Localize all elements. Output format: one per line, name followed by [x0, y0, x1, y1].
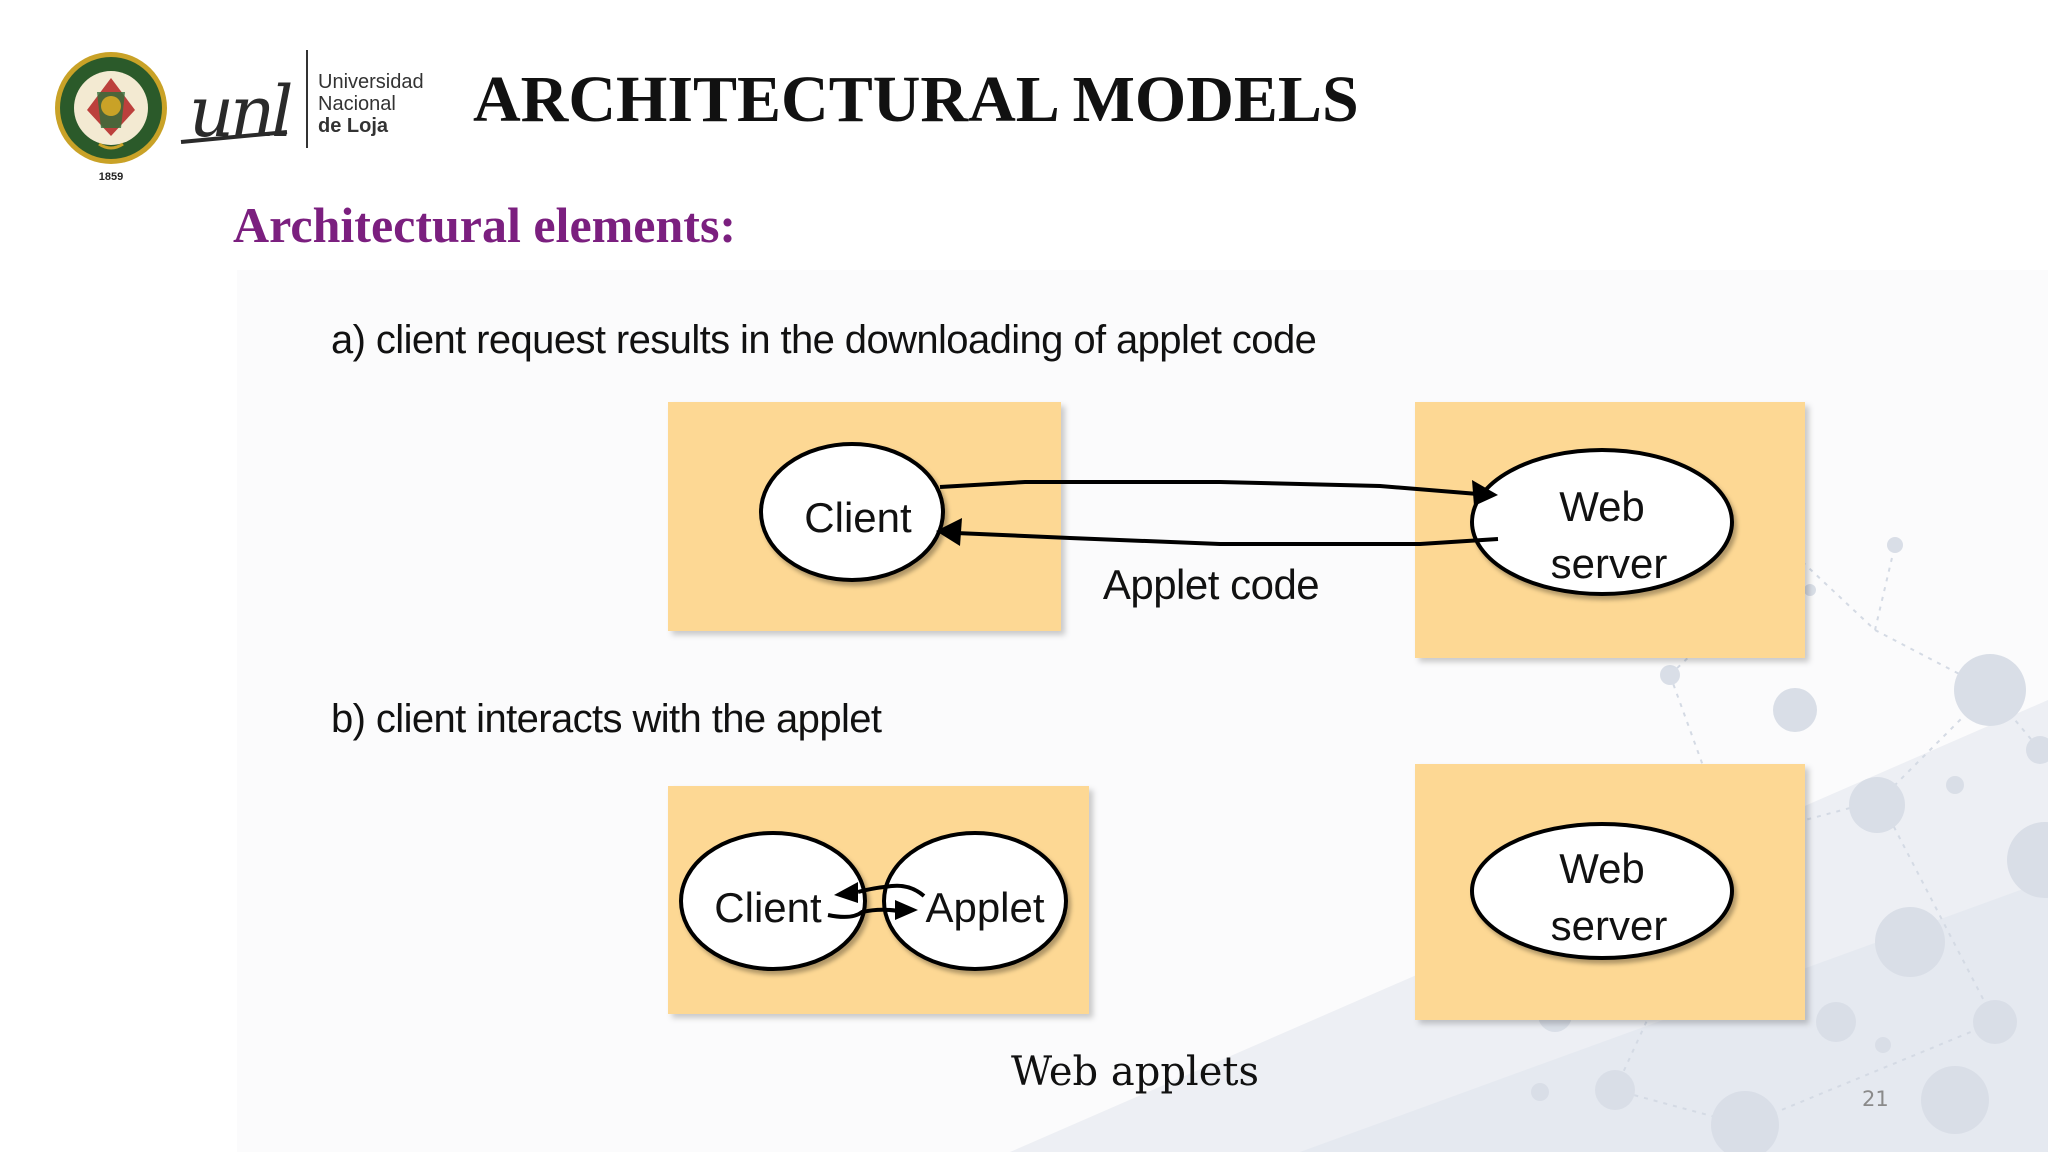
- client-label-a: Client: [804, 494, 912, 541]
- university-name-line-2: Nacional: [318, 93, 396, 115]
- client-label-b: Client: [714, 884, 822, 931]
- figure-caption: Web applets: [1011, 1049, 1259, 1095]
- section-b-label: b) client interacts with the applet: [331, 697, 882, 741]
- web-server-label-b-line1: Web: [1559, 845, 1645, 892]
- applet-code-label: Applet code: [1103, 561, 1319, 608]
- web-server-label-a-line1: Web: [1559, 483, 1645, 530]
- interaction-arrowhead-to-applet: [895, 900, 918, 920]
- interaction-arrowhead-to-client: [834, 882, 858, 903]
- page-number: 21: [1862, 1087, 1889, 1111]
- university-name-line-3: de Loja: [318, 115, 389, 137]
- section-subtitle: Architectural elements:: [233, 197, 737, 253]
- applet-node-b: [882, 831, 1068, 971]
- university-logo: 1859 unl Universidad Nacional de Loja: [55, 50, 424, 183]
- interaction-arrow-to-applet: [827, 907, 899, 919]
- request-arrow: [939, 480, 1479, 496]
- web-server-label-a-line2: server: [1551, 540, 1668, 587]
- client-node-b: [679, 831, 867, 971]
- applet-code-arrow: [955, 531, 1499, 546]
- web-server-node-a: [1470, 448, 1734, 596]
- web-server-node-b: [1470, 822, 1734, 960]
- page-title: ARCHITECTURAL MODELS: [473, 63, 1359, 136]
- interaction-arrow-to-client: [857, 883, 926, 898]
- client-node-a: [759, 442, 945, 582]
- seal-year: 1859: [99, 171, 123, 183]
- applet-label-b: Applet: [925, 884, 1044, 931]
- web-server-label-b-line2: server: [1551, 902, 1668, 949]
- university-name-line-1: Universidad: [318, 71, 424, 93]
- section-a-label: a) client request results in the downloa…: [331, 318, 1317, 362]
- university-seal-icon: [55, 52, 167, 164]
- applet-code-arrowhead: [936, 518, 962, 546]
- request-arrowhead: [1472, 480, 1498, 506]
